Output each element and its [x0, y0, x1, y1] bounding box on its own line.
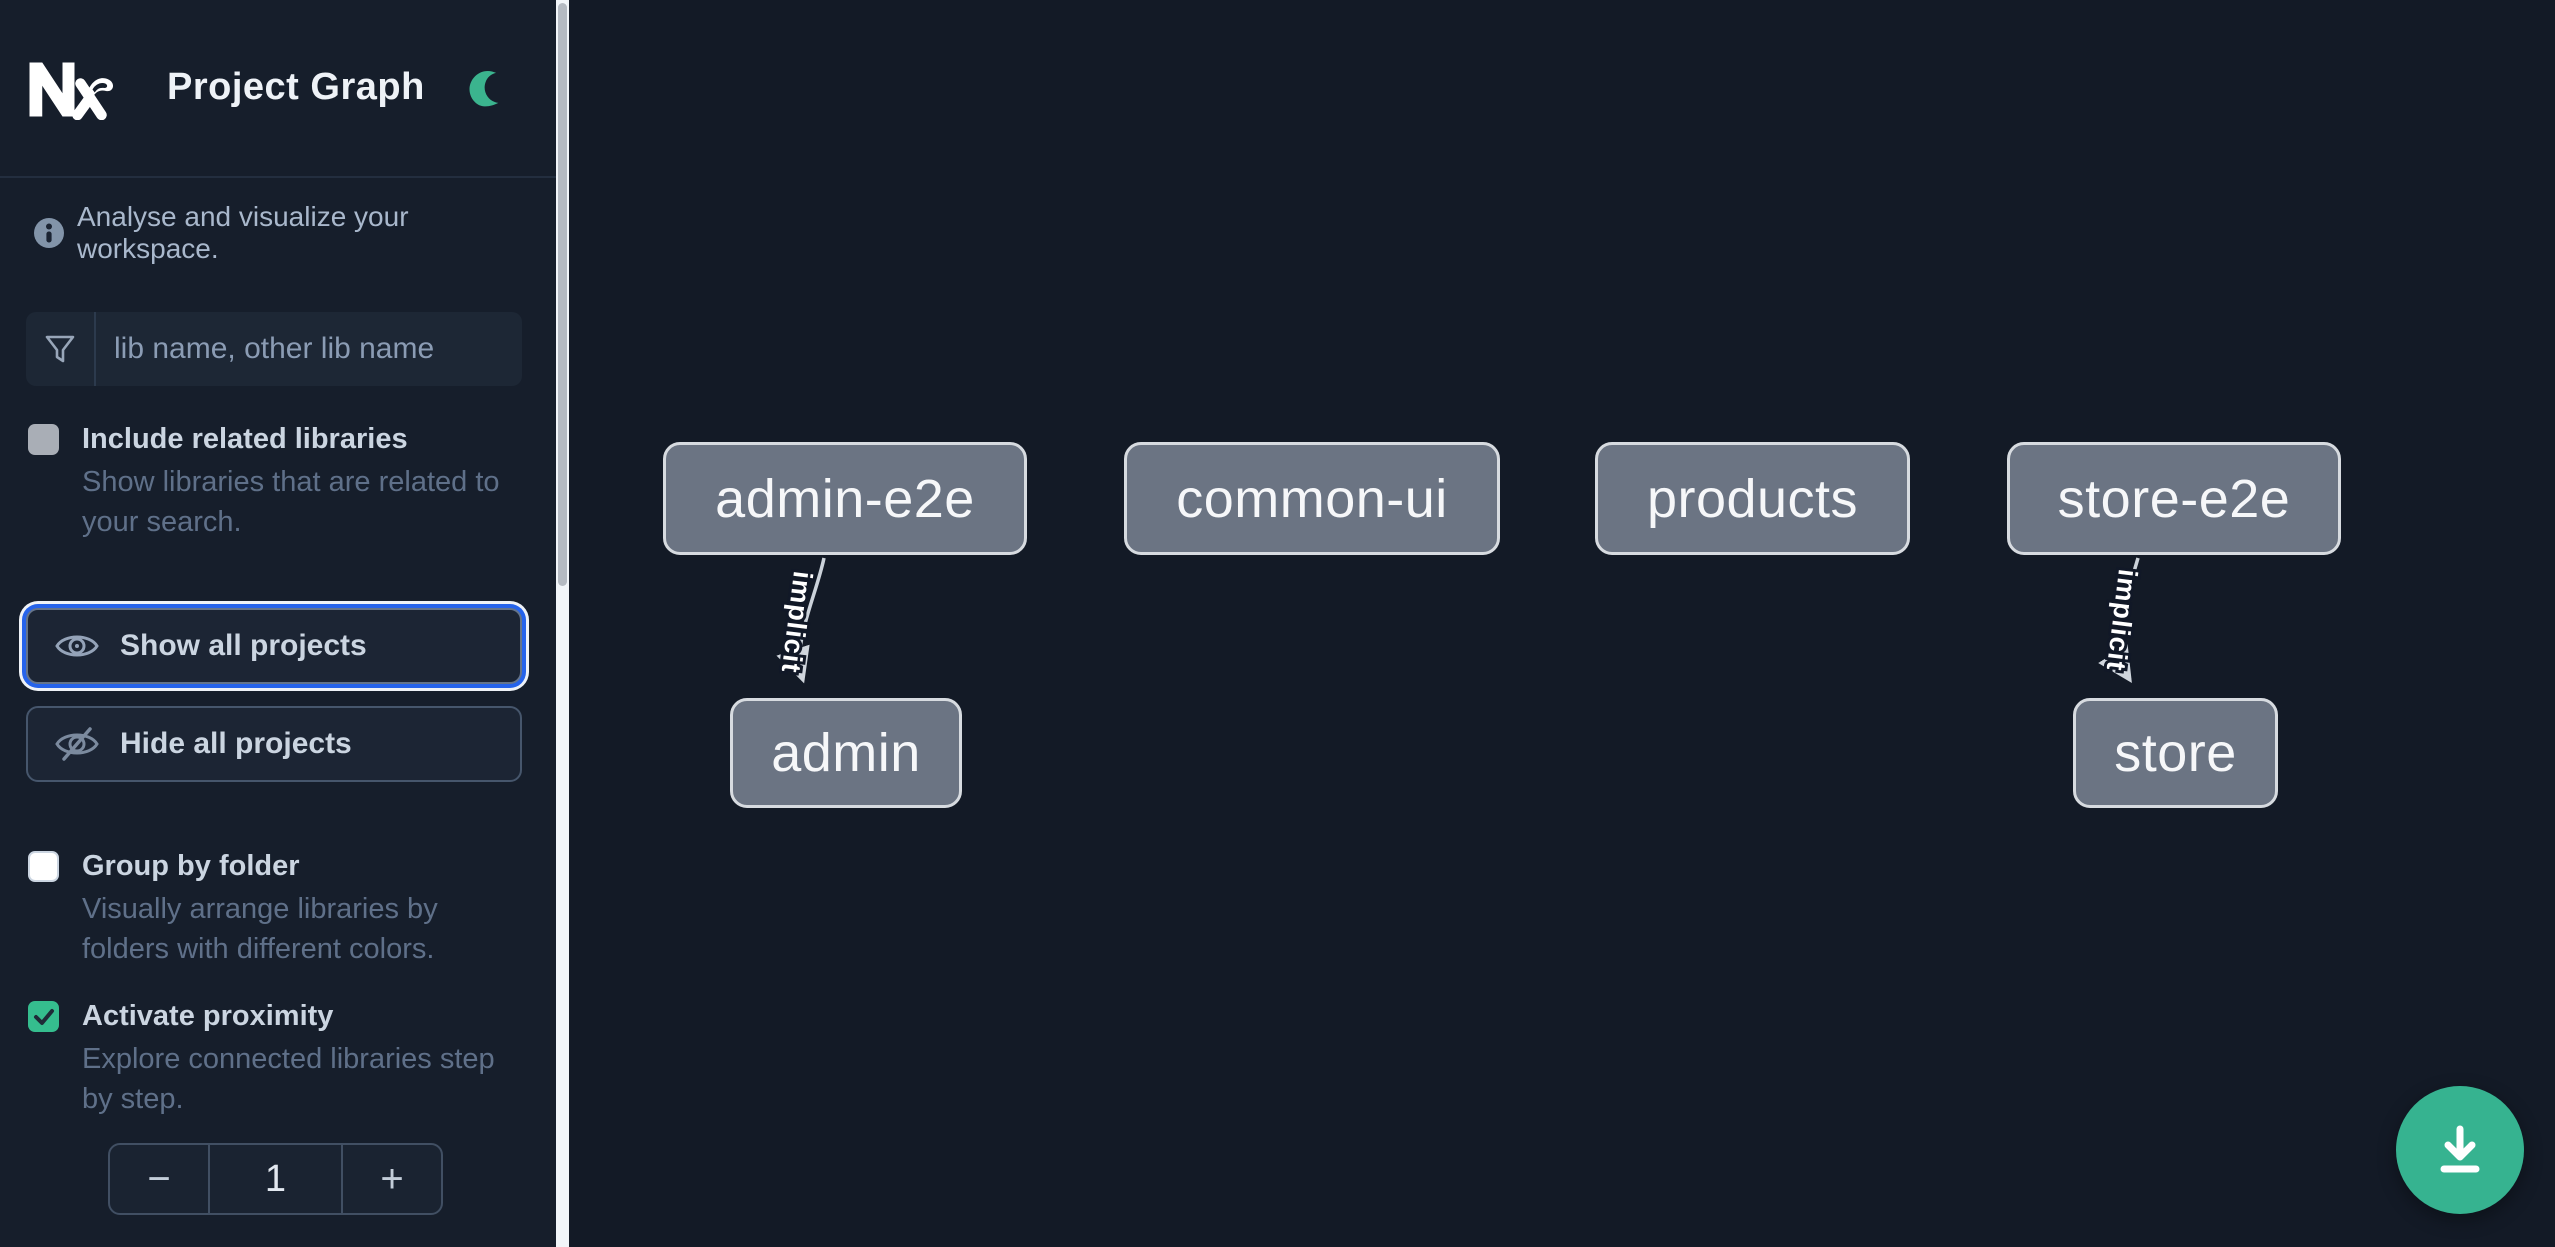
proximity-stepper: − 1 +	[108, 1143, 443, 1215]
scrollbar-thumb[interactable]	[558, 3, 567, 586]
download-button[interactable]	[2396, 1086, 2524, 1214]
edge-label-implicit: implicit	[776, 570, 818, 675]
graph-canvas[interactable]: implicit implicit admin-e2e common-ui pr…	[569, 0, 2555, 1247]
header-divider	[0, 176, 556, 178]
decrement-button[interactable]: −	[147, 1156, 171, 1201]
proximity-value: 1	[208, 1145, 343, 1213]
group-by-folder-description: Visually arrange libraries by folders wi…	[82, 893, 438, 965]
filter-icon-cell	[26, 312, 96, 386]
filter-input[interactable]	[96, 312, 522, 386]
info-icon	[34, 218, 64, 248]
hide-all-projects-button[interactable]: Hide all projects	[26, 706, 522, 782]
include-related-checkbox[interactable]	[28, 424, 59, 455]
hide-all-projects-label: Hide all projects	[120, 727, 352, 760]
include-related-description: Show libraries that are related to your …	[82, 466, 500, 538]
graph-node-admin[interactable]: admin	[730, 698, 962, 808]
checkmark-icon	[33, 1008, 54, 1025]
eye-off-icon	[55, 727, 99, 761]
graph-edges: implicit implicit	[773, 557, 2146, 684]
activate-proximity-checkbox[interactable]	[28, 1001, 59, 1032]
show-all-projects-button[interactable]: Show all projects	[26, 608, 522, 684]
nx-logo-icon	[29, 62, 114, 120]
eye-icon	[55, 635, 99, 657]
graph-node-admin-e2e[interactable]: admin-e2e	[663, 442, 1027, 555]
edge-label-implicit: implicit	[2101, 568, 2143, 673]
funnel-icon	[45, 335, 75, 363]
increment-button[interactable]: +	[380, 1156, 404, 1201]
filter-box	[26, 312, 522, 386]
download-icon	[2440, 1125, 2480, 1173]
edge-store-e2e-to-store	[2098, 557, 2140, 683]
group-by-folder-checkbox[interactable]	[28, 851, 59, 882]
graph-node-store-e2e[interactable]: store-e2e	[2007, 442, 2341, 555]
graph-node-store[interactable]: store	[2073, 698, 2278, 808]
tagline-row: Analyse and visualize your workspace.	[33, 201, 556, 265]
activate-proximity-description: Explore connected libraries step by step…	[82, 1043, 495, 1115]
moon-icon[interactable]	[466, 68, 506, 108]
group-by-folder-label[interactable]: Group by folder	[82, 850, 300, 882]
graph-node-products[interactable]: products	[1595, 442, 1910, 555]
graph-node-common-ui[interactable]: common-ui	[1124, 442, 1500, 555]
activate-proximity-label[interactable]: Activate proximity	[82, 1000, 334, 1032]
sidebar: Project Graph Analyse and visualize your…	[0, 0, 556, 1247]
edge-admin-e2e-to-admin	[776, 557, 826, 684]
page-title: Project Graph	[167, 66, 425, 108]
workspace-tagline: Analyse and visualize your workspace.	[77, 201, 409, 264]
sidebar-scrollbar[interactable]	[556, 0, 569, 1247]
show-all-projects-label: Show all projects	[120, 629, 367, 662]
include-related-label[interactable]: Include related libraries	[82, 423, 408, 455]
